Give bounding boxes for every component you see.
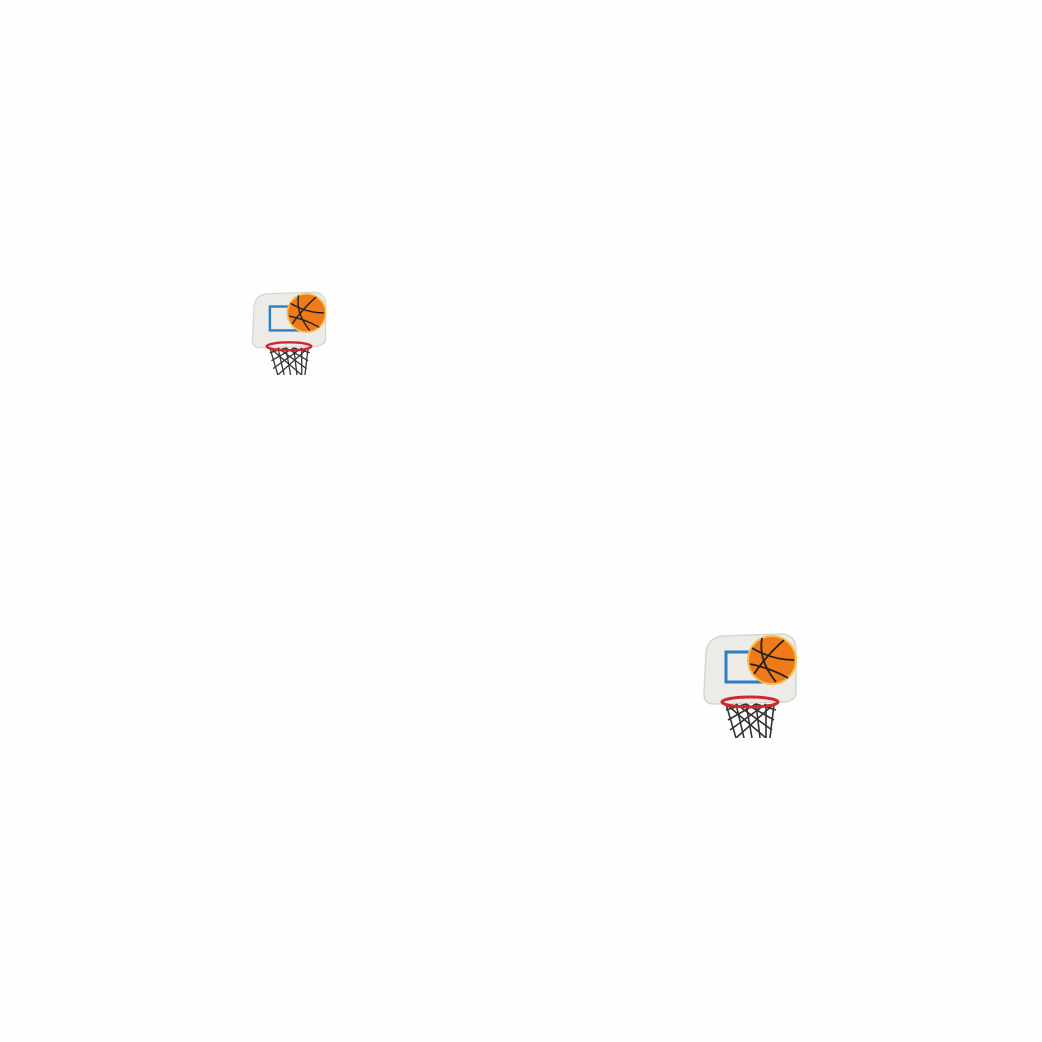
basketball-hoop-icon (248, 289, 330, 375)
basketball-hoop-icon (700, 630, 800, 738)
